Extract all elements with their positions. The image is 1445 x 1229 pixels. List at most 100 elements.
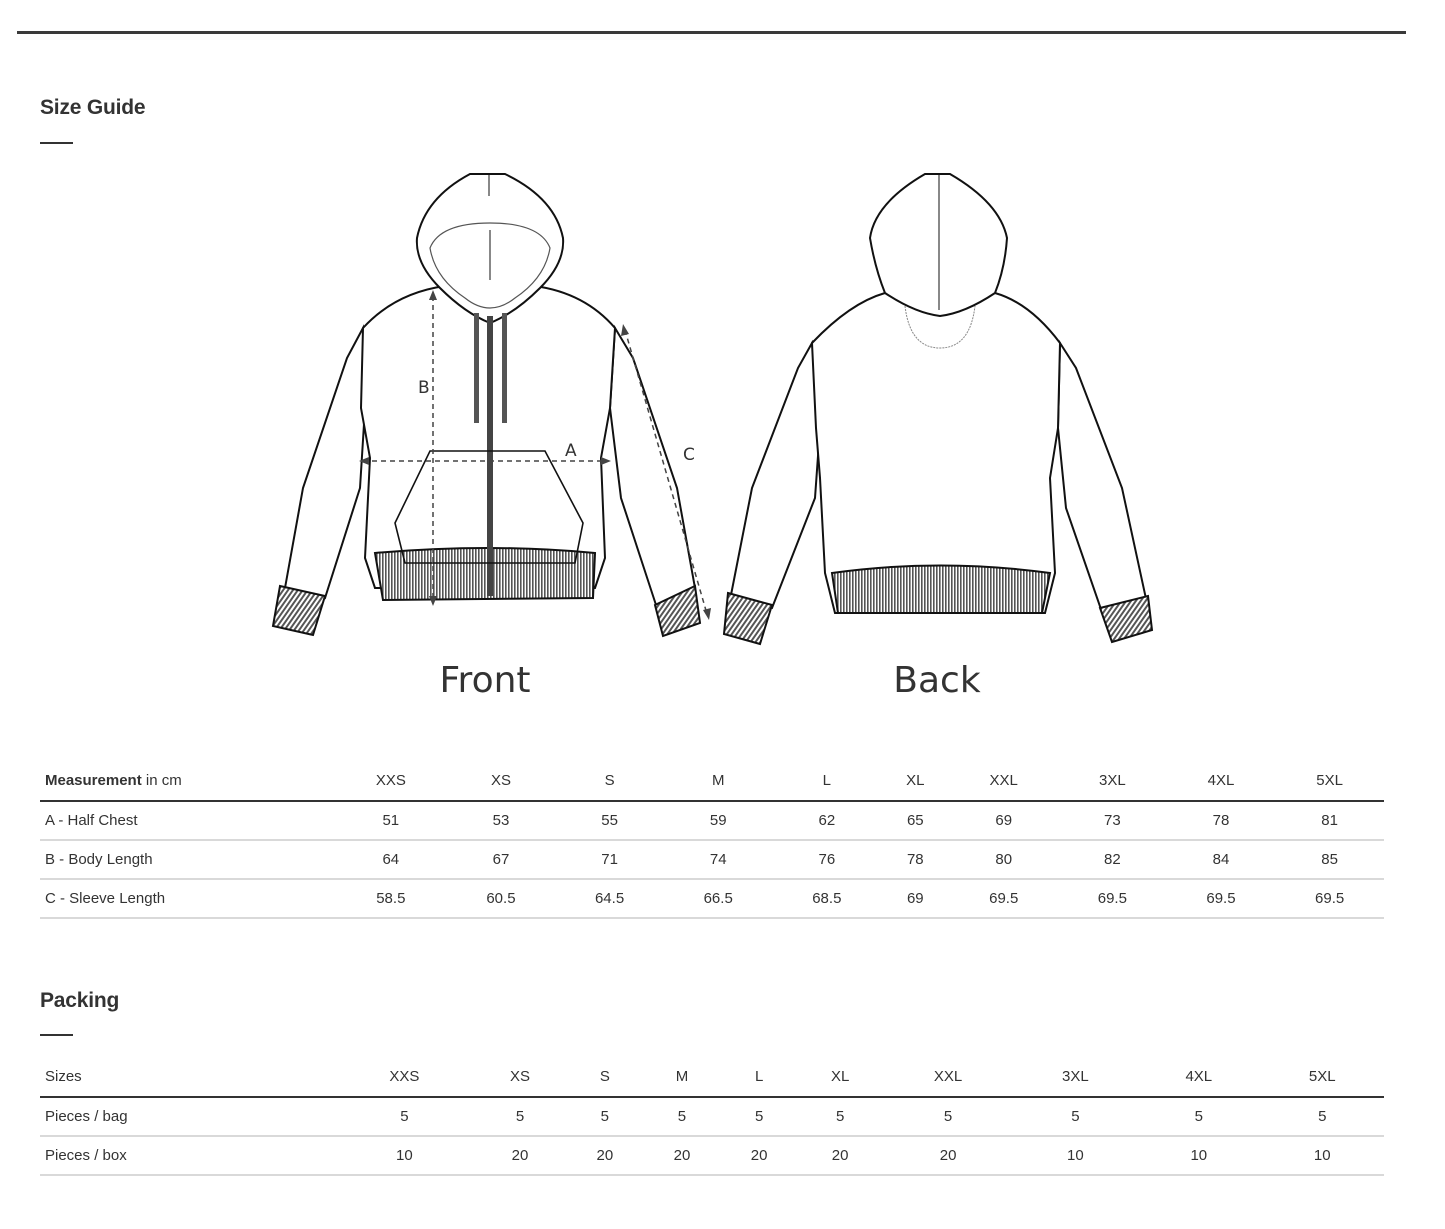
packing-title: Packing bbox=[40, 989, 120, 1012]
size-header: XXS bbox=[389, 1067, 420, 1085]
packing-header-row: Sizes XXS XS S M L XL XXL 3XL 4XL 5XL bbox=[40, 1056, 1384, 1097]
cell: 78 bbox=[1212, 812, 1230, 829]
cell: 78 bbox=[906, 851, 924, 868]
cell: 20 bbox=[831, 1147, 849, 1164]
size-header: S bbox=[604, 771, 615, 789]
cell: 58.5 bbox=[376, 890, 406, 907]
cell: 5 bbox=[1318, 1108, 1327, 1125]
cell: 59 bbox=[709, 812, 727, 829]
table-row: B - Body Length 64 67 71 74 76 78 80 82 … bbox=[40, 840, 1384, 879]
cell: 64 bbox=[382, 851, 400, 868]
size-header: XS bbox=[510, 1067, 531, 1085]
cell: 82 bbox=[1104, 851, 1121, 868]
cell: 62 bbox=[818, 812, 836, 829]
back-label: Back bbox=[893, 660, 981, 701]
cell: 66.5 bbox=[703, 890, 733, 907]
cell: 60.5 bbox=[486, 890, 516, 907]
size-header: XL bbox=[906, 771, 925, 789]
size-header: M bbox=[711, 771, 725, 789]
table-row: Pieces / bag 5 5 5 5 5 5 5 5 5 5 bbox=[40, 1097, 1384, 1136]
table-row: A - Half Chest 51 53 55 59 62 65 69 73 7… bbox=[40, 801, 1384, 840]
table-row: Pieces / box 10 20 20 20 20 20 20 10 10 … bbox=[40, 1136, 1384, 1175]
cell: 51 bbox=[382, 812, 400, 829]
measurement-header-bold: Measurement bbox=[45, 771, 142, 789]
cell: 5 bbox=[677, 1108, 687, 1125]
table-row: C - Sleeve Length 58.5 60.5 64.5 66.5 68… bbox=[40, 879, 1384, 918]
cell: 5 bbox=[754, 1108, 764, 1125]
size-header: M bbox=[675, 1067, 689, 1085]
marker-b: B bbox=[418, 378, 430, 398]
size-header: XL bbox=[830, 1067, 850, 1085]
cell: 80 bbox=[995, 851, 1013, 868]
cell: 20 bbox=[673, 1147, 691, 1164]
size-header: 3XL bbox=[1062, 1067, 1089, 1085]
cell: 10 bbox=[1313, 1147, 1331, 1164]
measurement-header-label: Measurement in cm bbox=[40, 760, 335, 801]
cell: 85 bbox=[1321, 851, 1338, 868]
front-label: Front bbox=[439, 660, 531, 701]
cell: 20 bbox=[596, 1147, 614, 1164]
cell: 5 bbox=[1194, 1108, 1203, 1125]
front-hoodie-illustration: B A C bbox=[265, 168, 715, 643]
cell: 69 bbox=[906, 890, 924, 907]
row-label: A - Half Chest bbox=[45, 812, 138, 829]
size-guide-title: Size Guide bbox=[40, 96, 146, 119]
cell: 20 bbox=[750, 1147, 768, 1164]
cell: 53 bbox=[492, 812, 510, 829]
measurement-header-unit: in cm bbox=[141, 771, 182, 789]
row-label: Pieces / bag bbox=[45, 1108, 128, 1125]
row-label: Pieces / box bbox=[45, 1147, 127, 1164]
cell: 5 bbox=[835, 1108, 845, 1125]
cell: 76 bbox=[818, 851, 836, 868]
cell: 69.5 bbox=[989, 890, 1019, 907]
cell: 5 bbox=[1071, 1108, 1080, 1125]
cell: 5 bbox=[515, 1108, 525, 1125]
back-hoodie-illustration bbox=[720, 168, 1160, 648]
cell: 20 bbox=[939, 1147, 957, 1164]
cell: 55 bbox=[601, 812, 618, 829]
size-header: XXS bbox=[375, 771, 406, 789]
cell: 69.5 bbox=[1206, 890, 1236, 907]
cell: 68.5 bbox=[812, 890, 842, 907]
row-label: C - Sleeve Length bbox=[45, 890, 166, 907]
cell: 73 bbox=[1104, 812, 1121, 829]
cell: 64.5 bbox=[594, 890, 625, 907]
size-header: XXL bbox=[989, 771, 1018, 789]
cell: 69.5 bbox=[1097, 890, 1127, 907]
marker-c: C bbox=[683, 445, 695, 465]
size-header: XS bbox=[490, 771, 511, 789]
size-header: 3XL bbox=[1099, 771, 1126, 789]
packing-title-underline bbox=[40, 1034, 73, 1036]
cell: 74 bbox=[709, 851, 727, 868]
cell: 5 bbox=[600, 1108, 609, 1125]
cell: 71 bbox=[601, 851, 618, 868]
cell: 81 bbox=[1321, 812, 1338, 829]
marker-a: A bbox=[565, 441, 577, 461]
cell: 69.5 bbox=[1315, 890, 1345, 907]
cell: 5 bbox=[400, 1108, 409, 1125]
packing-header-label: Sizes bbox=[45, 1067, 82, 1085]
cell: 5 bbox=[943, 1108, 953, 1125]
cell: 67 bbox=[492, 851, 510, 868]
cell: 69 bbox=[995, 812, 1013, 829]
size-header: 4XL bbox=[1207, 771, 1235, 789]
size-header: S bbox=[599, 1067, 610, 1085]
size-header: 4XL bbox=[1185, 1067, 1213, 1085]
row-label: B - Body Length bbox=[45, 851, 153, 868]
top-divider bbox=[17, 31, 1406, 34]
size-header: 5XL bbox=[1308, 1067, 1336, 1085]
size-header: L bbox=[754, 1067, 764, 1085]
cell: 10 bbox=[1067, 1147, 1084, 1164]
size-guide-title-underline bbox=[40, 142, 73, 144]
cell: 65 bbox=[906, 812, 924, 829]
measurement-header-row: Measurement in cm XXS XS S M L XL XXL 3X… bbox=[40, 760, 1384, 801]
size-header: 5XL bbox=[1316, 771, 1343, 789]
cell: 20 bbox=[511, 1147, 529, 1164]
packing-table: Sizes XXS XS S M L XL XXL 3XL 4XL 5XL Pi… bbox=[40, 1056, 1384, 1176]
size-header: L bbox=[822, 771, 831, 789]
cell: 84 bbox=[1212, 851, 1230, 868]
cell: 10 bbox=[396, 1147, 413, 1164]
size-header: XXL bbox=[933, 1067, 963, 1085]
cell: 10 bbox=[1190, 1147, 1208, 1164]
measurement-table: Measurement in cm XXS XS S M L XL XXL 3X… bbox=[40, 760, 1384, 919]
